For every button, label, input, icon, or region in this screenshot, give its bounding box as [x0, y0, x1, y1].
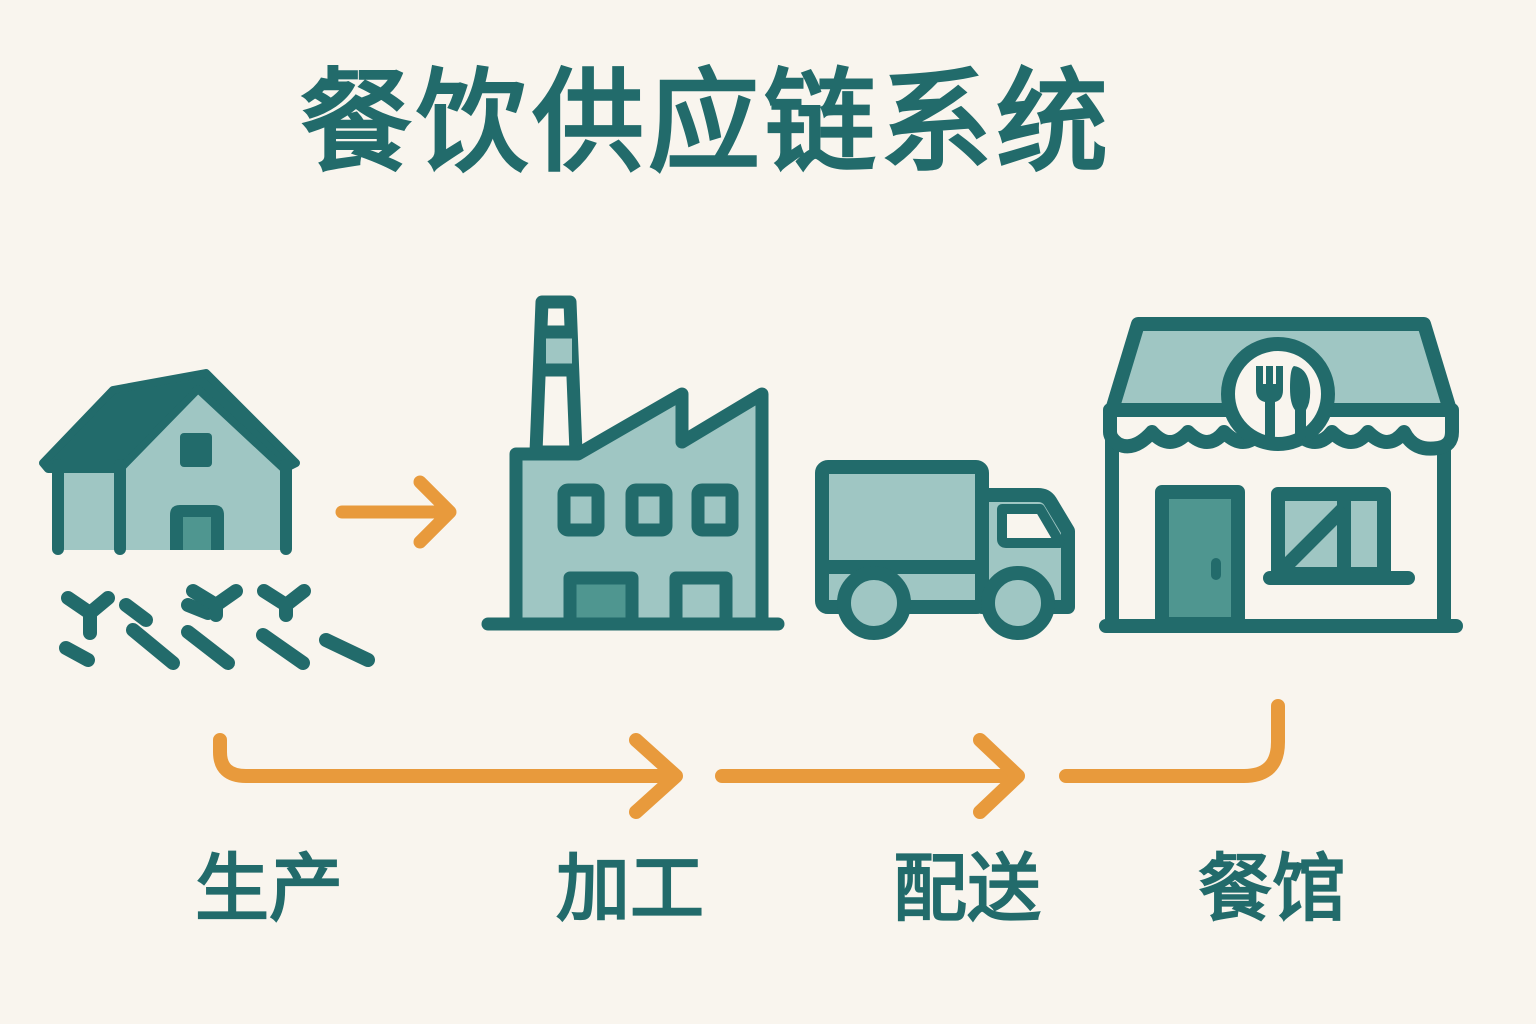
diagram-title: 餐饮供应链系统 [300, 58, 1112, 188]
arrow-distribution-to-restaurant [1059, 699, 1285, 783]
arrow-production-to-processing [213, 733, 679, 783]
stage-label-distribution: 配送 [893, 846, 1041, 932]
stage-label-processing: 加工 [556, 846, 704, 932]
factory-icon [481, 295, 785, 631]
arrow-farm-to-factory [335, 475, 457, 549]
stage-label-restaurant: 餐馆 [1198, 846, 1346, 932]
truck-icon [815, 460, 1075, 640]
restaurant-icon [1099, 317, 1463, 633]
stage-label-production: 生产 [195, 846, 343, 932]
arrow-head-distribution [973, 733, 1025, 819]
fork-knife-icon [1256, 366, 1311, 440]
crop-sprouts [59, 584, 375, 670]
farm-icon [39, 369, 375, 670]
arrow-head-processing [629, 733, 683, 819]
farmhouse [39, 369, 300, 555]
